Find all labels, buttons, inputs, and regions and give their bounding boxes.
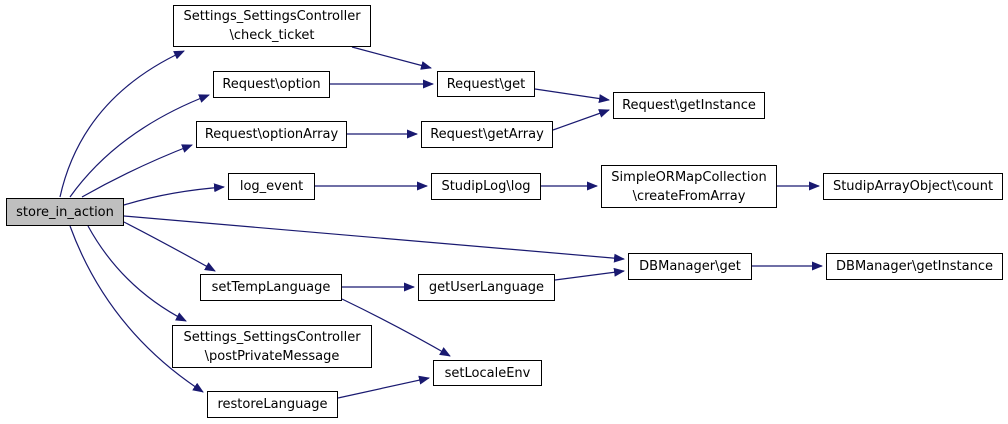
node-label: restoreLanguage (217, 397, 328, 412)
node-request_optionarray[interactable]: Request\optionArray (196, 121, 347, 148)
node-simpleormapcollection_createfromarray[interactable]: SimpleORMapCollection \createFromArray (601, 165, 777, 208)
node-studiplog_log[interactable]: StudipLog\log (431, 173, 541, 200)
node-label: StudipLog\log (441, 179, 531, 194)
edge-request_get-to-request_getinstance (534, 88, 610, 103)
node-label: store_in_action (16, 204, 114, 220)
edge-store_in_action-to-dbmanager_get (123, 215, 625, 263)
node-dbmanager_getinstance[interactable]: DBManager\getInstance (826, 253, 1003, 280)
node-settemplanguage[interactable]: setTempLanguage (200, 274, 342, 301)
node-request_get[interactable]: Request\get (437, 71, 535, 97)
node-label: setTempLanguage (211, 280, 331, 295)
edge-store_in_action-to-request_option (69, 94, 210, 198)
node-label: StudipArrayObject\count (832, 179, 994, 194)
edge-settemplanguage-to-setlocaleenv (341, 298, 451, 357)
node-label: SimpleORMapCollection (611, 169, 767, 185)
node-label: \createFromArray (632, 188, 746, 204)
node-getuserlanguage[interactable]: getUserLanguage (418, 274, 555, 301)
node-settings_settingscontroller_check_ticket[interactable]: Settings_SettingsController \check_ticket (173, 5, 371, 47)
node-label: Request\option (222, 77, 321, 92)
edge-getuserlanguage-to-dbmanager_get (554, 267, 625, 281)
node-label: Request\getInstance (622, 98, 756, 113)
node-store_in_action: store_in_action (6, 198, 124, 226)
edge-store_in_action-to-request_optionarray (81, 144, 193, 198)
node-setlocaleenv[interactable]: setLocaleEnv (433, 360, 542, 386)
node-restorelanguage[interactable]: restoreLanguage (207, 391, 338, 418)
node-label: Request\getArray (430, 127, 544, 142)
edge-request_getarray-to-request_getinstance (552, 109, 610, 131)
edge-store_in_action-to-restorelanguage (69, 225, 204, 393)
node-studiparrayobject_count[interactable]: StudipArrayObject\count (823, 173, 1003, 200)
node-request_getarray[interactable]: Request\getArray (421, 121, 553, 148)
node-label: \postPrivateMessage (204, 348, 340, 364)
node-label: \check_ticket (229, 28, 315, 43)
node-settings_settingscontroller_postprivatemessage[interactable]: Settings_SettingsController \postPrivateM… (172, 325, 372, 368)
edge-store_in_action-to-settings_settingscontroller_check_ticket (59, 50, 185, 198)
edge-group (59, 46, 823, 399)
node-label: Request\optionArray (204, 127, 339, 142)
edge-settings_settingscontroller_check_ticket-to-request_get (351, 46, 432, 70)
edge-store_in_action-to-settings_settingscontroller_postprivatemessage (87, 225, 187, 322)
node-request_option[interactable]: Request\option (213, 71, 330, 98)
node-label: log_event (239, 179, 304, 194)
node-label: Settings_SettingsController (183, 9, 361, 24)
edge-restorelanguage-to-setlocaleenv (337, 375, 430, 399)
node-label: setLocaleEnv (444, 365, 531, 381)
edge-store_in_action-to-log_event (123, 183, 225, 206)
node-label: DBManager\get (639, 259, 741, 274)
node-label: DBManager\getInstance (836, 259, 993, 274)
node-request_getinstance[interactable]: Request\getInstance (613, 92, 765, 119)
node-label: Request\get (446, 76, 526, 92)
edge-store_in_action-to-settemplanguage (123, 221, 216, 272)
node-dbmanager_get[interactable]: DBManager\get (628, 253, 752, 280)
node-label: Settings_SettingsController (183, 329, 361, 345)
node-log_event[interactable]: log_event (228, 173, 315, 200)
node-label: getUserLanguage (428, 280, 545, 295)
